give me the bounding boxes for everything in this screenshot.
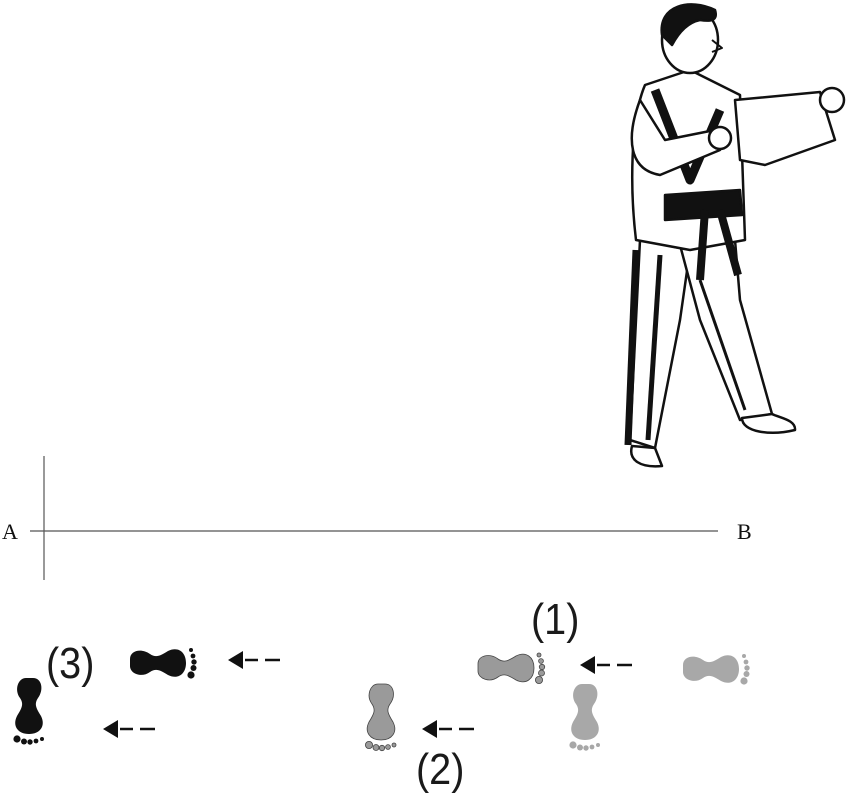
figure-front-leg	[678, 238, 774, 422]
figure-fist-extended	[818, 86, 846, 114]
step-label-2: (2)	[416, 745, 465, 794]
arrow-left-icon	[228, 651, 280, 669]
arrow-left-icon	[580, 656, 632, 674]
footprint-step2	[364, 683, 397, 752]
arrow-left-icon	[103, 720, 155, 738]
arrow-left-icon	[422, 720, 474, 738]
footprint-step3-right	[13, 678, 44, 745]
figure-hair	[660, 3, 717, 47]
figure-extended-arm	[733, 90, 837, 167]
footprint-start-left	[683, 654, 750, 685]
figure-fist-chambered	[707, 125, 733, 151]
footprint-step1	[477, 652, 546, 685]
footprint-step3-left	[130, 648, 197, 679]
figure-back-foot	[630, 444, 664, 468]
point-b-label: B	[737, 519, 752, 544]
taekwondo-figure	[624, 3, 846, 468]
step-label-1: (1)	[531, 595, 580, 644]
point-a-label: A	[2, 519, 18, 544]
footprint-start-right	[569, 684, 600, 751]
step-label-3: (3)	[46, 639, 95, 688]
figure-front-foot	[740, 412, 797, 434]
